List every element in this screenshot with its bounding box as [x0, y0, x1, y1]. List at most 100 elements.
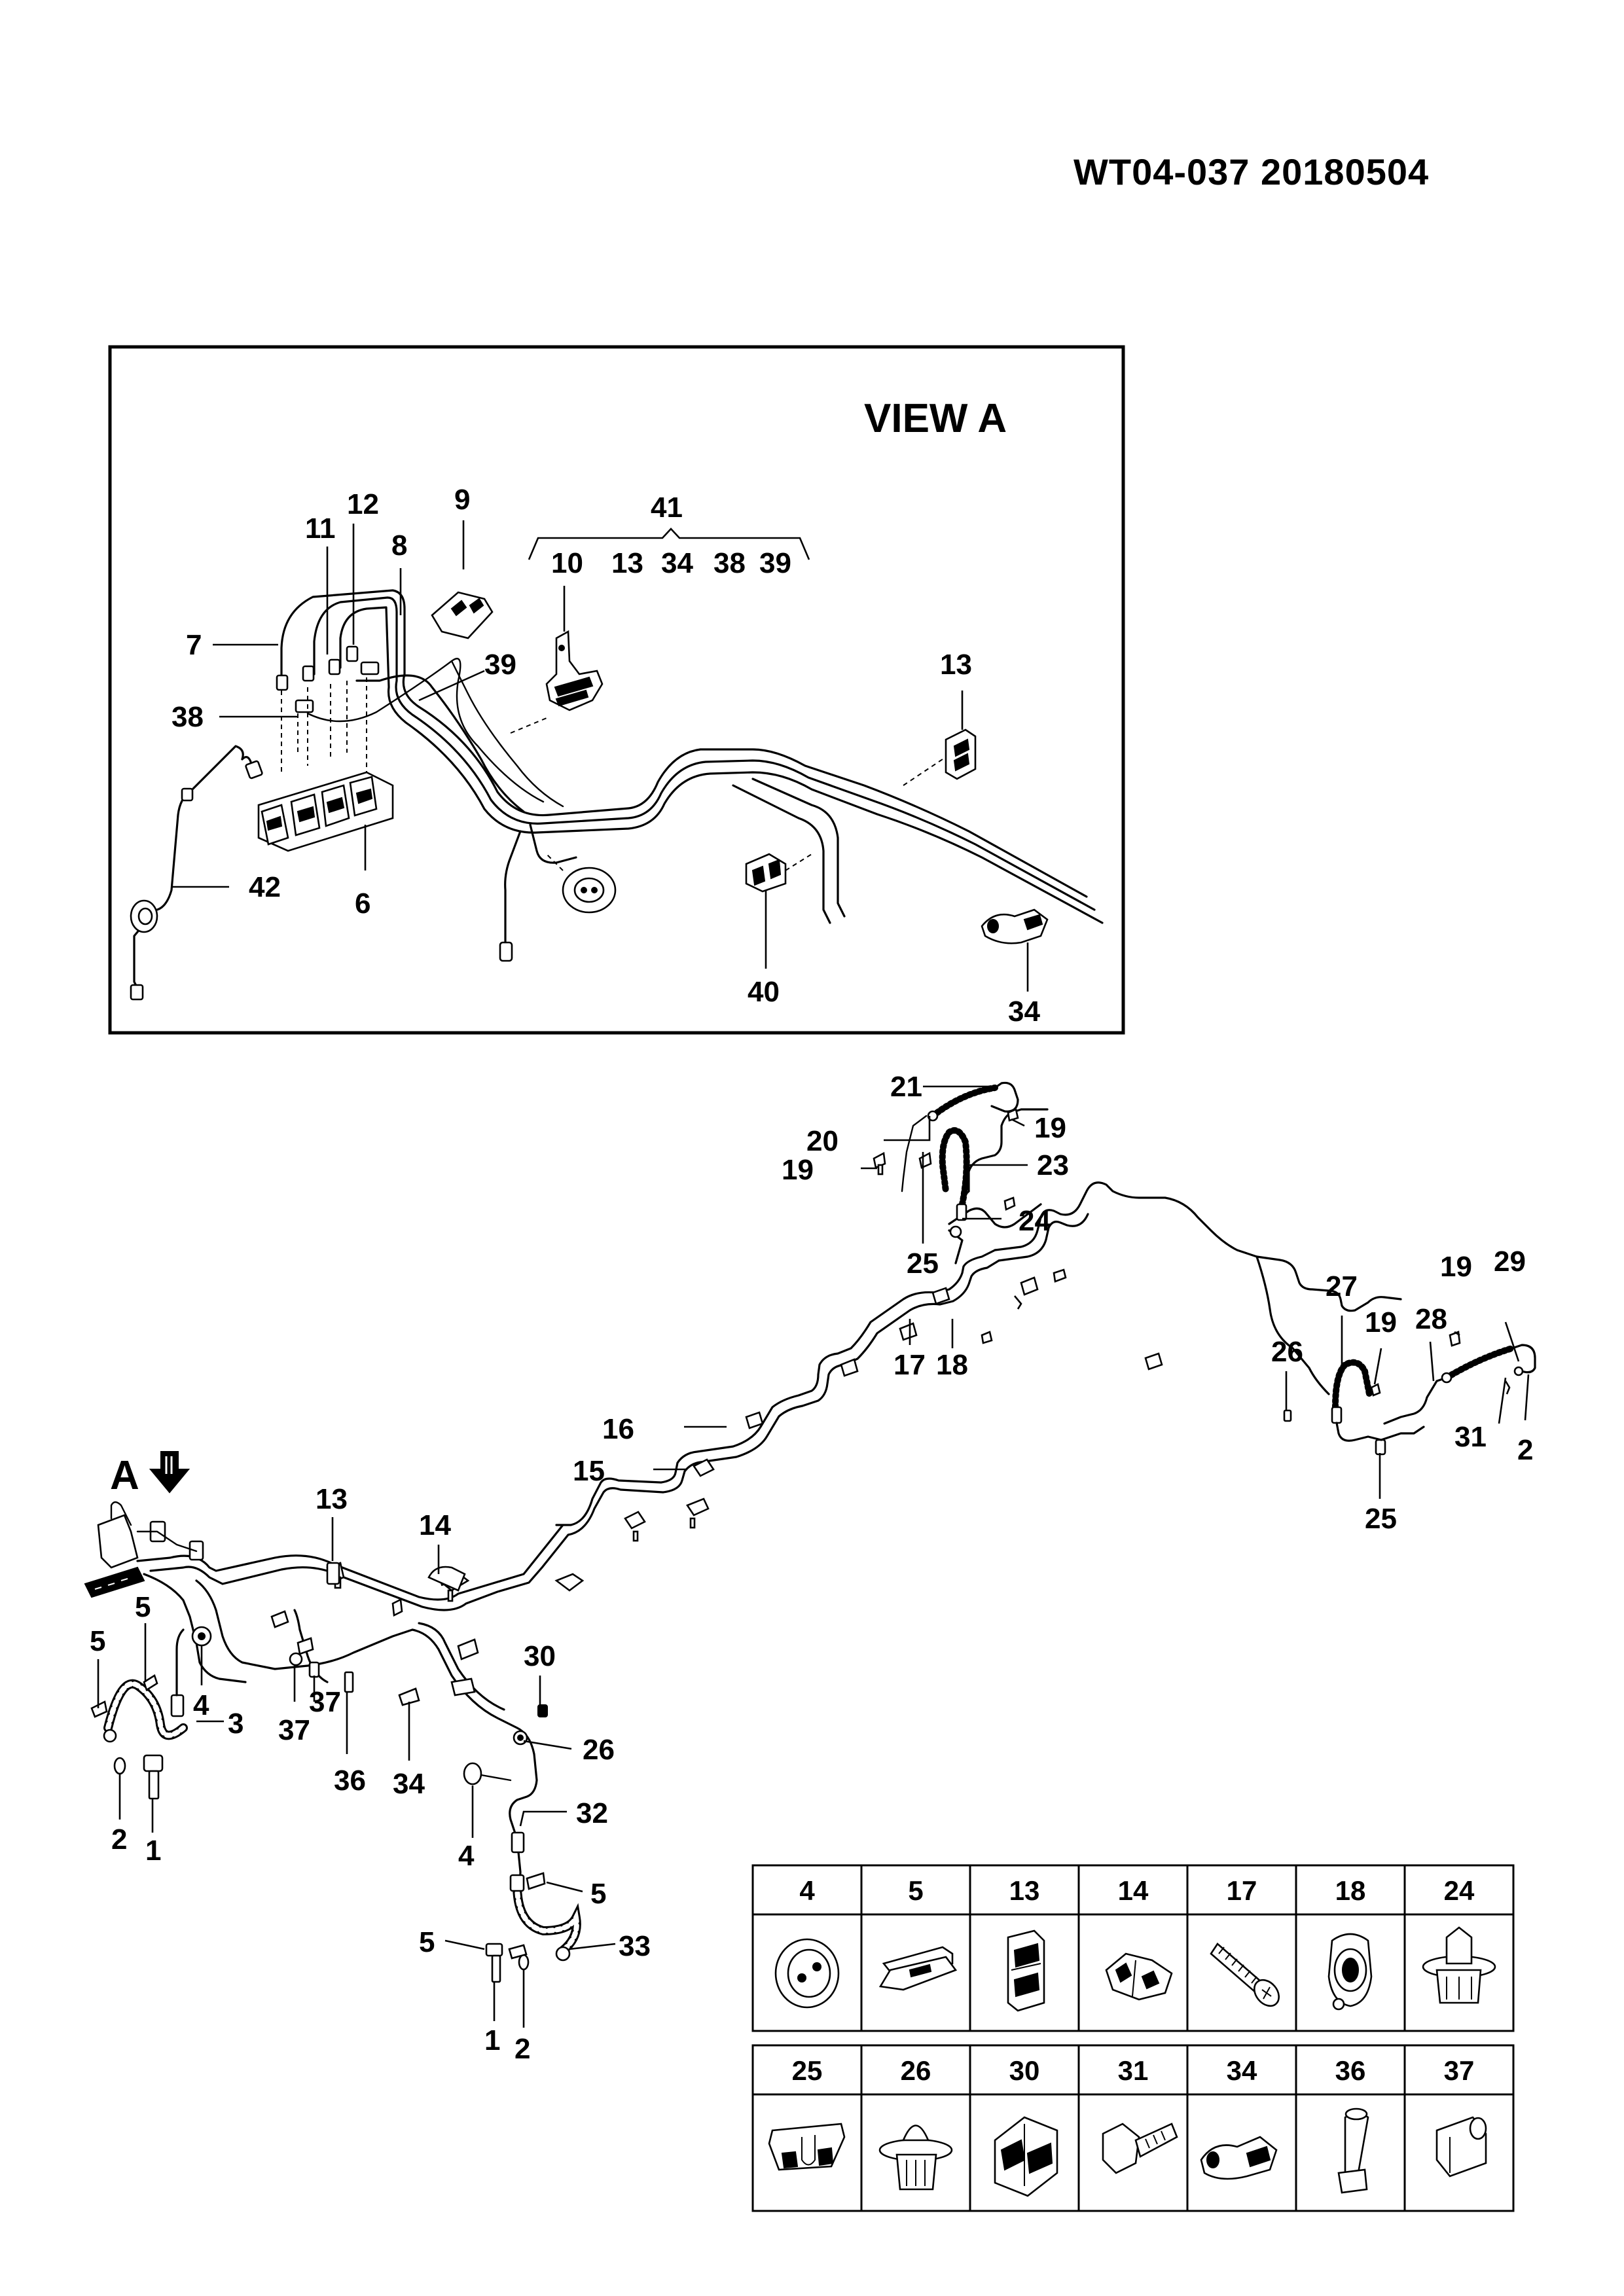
callout-1b: 1 [484, 2024, 500, 2056]
group-41-bracket [528, 528, 810, 560]
abs-block [257, 771, 394, 852]
callout-5b: 5 [135, 1591, 151, 1623]
callout-9: 9 [454, 484, 470, 516]
callout-5d: 5 [419, 1926, 435, 1958]
table-r2-c6: 36 [1335, 2055, 1366, 2086]
view-a-clip-40 [745, 853, 787, 893]
callout-26a: 26 [1271, 1336, 1303, 1368]
callout-27: 27 [1326, 1270, 1358, 1302]
hose-29 [1383, 1344, 1536, 1425]
pipe-clip-25-icon [768, 2123, 846, 2171]
callout-2c: 2 [514, 2033, 530, 2065]
callout-39: 39 [484, 649, 516, 681]
table-r1-c6: 18 [1335, 1875, 1366, 1906]
callout-13: 13 [940, 649, 972, 681]
table-r2-c5: 34 [1227, 2055, 1257, 2086]
table-r2-c3: 30 [1009, 2055, 1040, 2086]
screw-17-icon [1210, 1943, 1280, 2007]
hose-23 [939, 1127, 970, 1221]
callout-23: 23 [1037, 1149, 1069, 1181]
callout-29: 29 [1494, 1246, 1526, 1278]
nut-37-icon [1435, 2116, 1487, 2178]
callout-25a: 25 [907, 1247, 939, 1280]
pipe-clip-18-icon [1327, 1933, 1373, 2011]
callout-6: 6 [355, 888, 370, 920]
callout-7: 7 [186, 629, 202, 661]
banjo-bolt-left [113, 1754, 164, 1800]
table-r2-c4: 31 [1118, 2055, 1149, 2086]
table-r2-c1: 25 [792, 2055, 823, 2086]
callout-21: 21 [890, 1071, 922, 1103]
callout-19a: 19 [1034, 1112, 1066, 1144]
callout-25b: 25 [1365, 1503, 1397, 1535]
table-r1-c2: 5 [908, 1875, 923, 1906]
callout-37b: 37 [278, 1714, 310, 1746]
callout-18: 18 [936, 1349, 968, 1381]
callout-34: 34 [1008, 996, 1040, 1028]
callout-26b: 26 [583, 1734, 615, 1766]
callout-19d: 19 [1365, 1306, 1397, 1338]
callout-41: 41 [651, 492, 683, 524]
grommet-icon [774, 1938, 840, 2009]
pipe-clip-14-icon [1105, 1952, 1173, 2001]
table-r1-c5: 17 [1227, 1875, 1257, 1906]
pipe-clip-34-icon [1200, 2136, 1278, 2180]
document-code: WT04-037 20180504 [1074, 151, 1430, 192]
view-a-pipe-42 [130, 745, 263, 1001]
callout-33: 33 [619, 1930, 651, 1962]
table-r1-c7: 24 [1444, 1875, 1475, 1906]
view-a-title: VIEW A [864, 396, 1007, 441]
group-member-13: 13 [611, 547, 643, 579]
callout-31: 31 [1454, 1421, 1487, 1453]
callout-15: 15 [573, 1455, 605, 1487]
callout-38: 38 [171, 701, 204, 733]
table-r2-c2: 26 [901, 2055, 931, 2086]
callout-19b: 19 [782, 1154, 814, 1186]
sleeve-36-icon [1337, 2108, 1369, 2194]
callout-4b: 4 [458, 1840, 475, 1872]
main-rear-pipes [136, 1108, 1402, 1611]
callout-2a: 2 [1517, 1434, 1533, 1466]
view-arrow-icon [149, 1451, 190, 1494]
main-abs-block [84, 1501, 204, 1598]
view-a-clip-13 [945, 728, 977, 780]
hose-33 [509, 1831, 581, 1962]
group-member-39: 39 [759, 547, 791, 579]
table-r1-c1: 4 [799, 1875, 815, 1906]
callout-5c: 5 [590, 1878, 606, 1910]
callout-32: 32 [576, 1797, 608, 1829]
main-assembly: A [84, 1071, 1536, 2065]
callout-36: 36 [334, 1765, 366, 1797]
callout-34-main: 34 [393, 1768, 425, 1800]
far-right-small-parts [1255, 1255, 1524, 1456]
push-pin-26-icon [878, 2125, 953, 2191]
callout-3: 3 [228, 1708, 244, 1740]
callout-28: 28 [1415, 1303, 1447, 1335]
table-r1-c4: 14 [1118, 1875, 1149, 1906]
view-a-clip-34 [981, 908, 1049, 944]
view-a-pipe-bundle [280, 589, 1104, 944]
callout-20: 20 [806, 1125, 839, 1157]
callout-17: 17 [893, 1349, 926, 1381]
callout-11: 11 [305, 512, 336, 545]
view-a-frame [108, 345, 1125, 1035]
callout-19c: 19 [1440, 1251, 1472, 1283]
view-a-fittings [276, 645, 380, 713]
view-a-clip-9 [431, 591, 494, 639]
hose-3 [103, 1628, 188, 1743]
hose-27 [1331, 1359, 1382, 1442]
callout-42: 42 [249, 871, 281, 903]
table-r2-c7: 37 [1444, 2055, 1475, 2086]
callout-12: 12 [347, 488, 379, 520]
main-front-pipes [143, 1573, 538, 1899]
main-small-parts-left [289, 1652, 476, 1706]
view-a-grommet [562, 867, 617, 914]
main-clips [270, 1196, 1163, 1660]
pipe-clip-13-icon [1007, 1929, 1045, 2012]
rear-right-small-parts [873, 1108, 1019, 1238]
group-member-10: 10 [551, 547, 583, 579]
callout-24: 24 [1019, 1205, 1051, 1237]
bolt-31-icon [1102, 2123, 1178, 2174]
callout-16: 16 [602, 1413, 634, 1445]
